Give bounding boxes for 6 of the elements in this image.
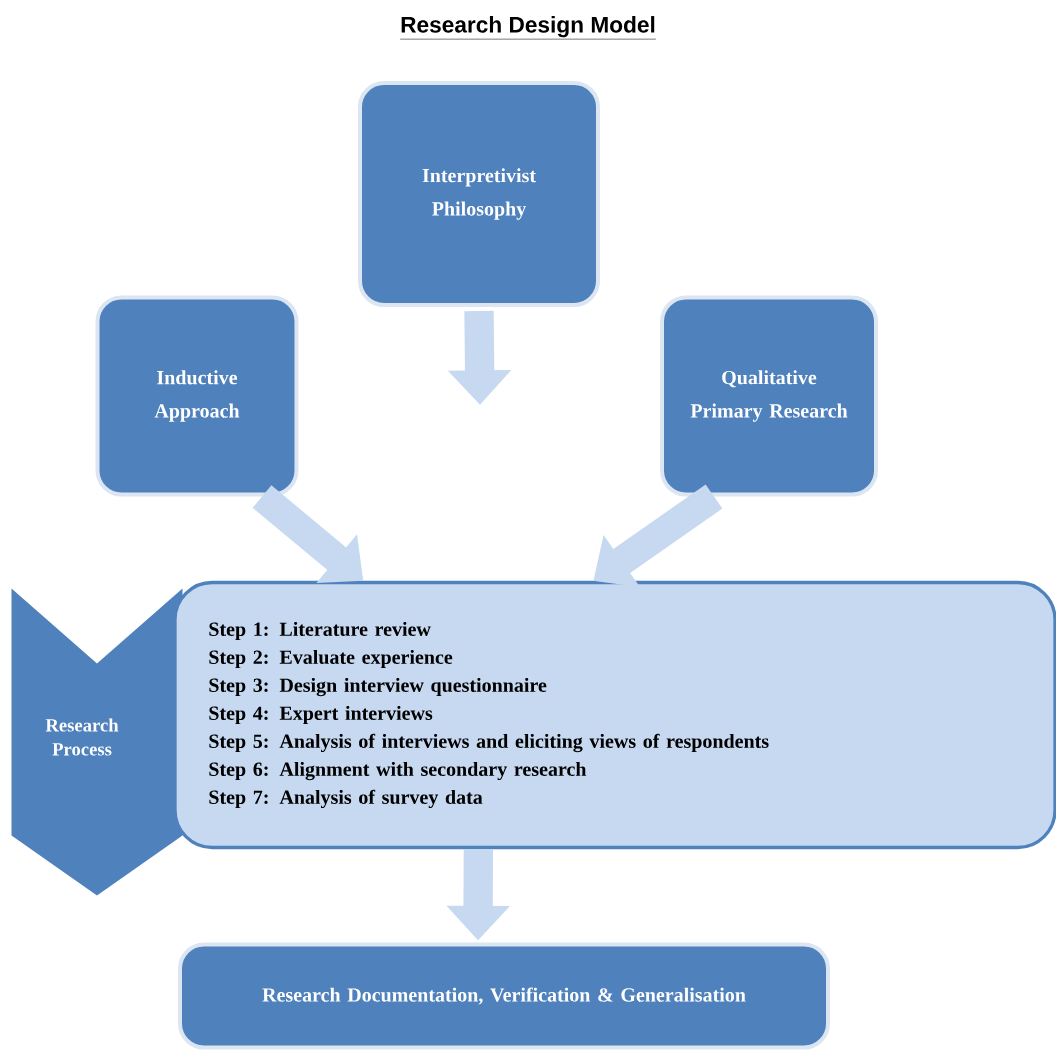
title: Research Design Model: [399, 16, 657, 40]
process-box: Qualitative Primary Research: [660, 295, 878, 497]
process-box: Research Documentation, Verification & Generalisation: [178, 942, 830, 1050]
process-box: Inductive Approach: [95, 295, 299, 497]
process-box: Interpretivist Philosophy: [358, 81, 600, 307]
steps-box: Step 1: Literature review Step 2: Evaluate experience Step 3: Design interview questionnaire Step 4: Expert interviews Step 5: Analysis of interviews and eliciting views of respondents Step 6: Alignment with secondary research Step 7: Analysis of survey data: [173, 580, 1056, 850]
